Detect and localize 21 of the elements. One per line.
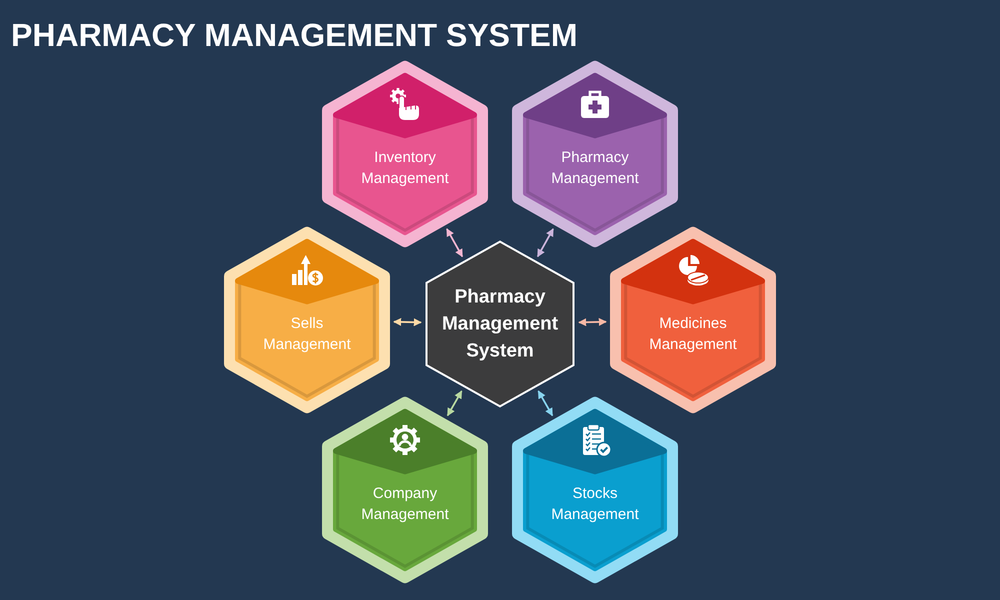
arrow: [578, 318, 607, 326]
arrow: [536, 228, 554, 258]
title: PHARMACY MANAGEMENT SYSTEM: [11, 16, 578, 54]
node-label: Sells Management: [263, 314, 351, 355]
node-label: Company Management: [361, 484, 449, 525]
hexagon-node: [610, 226, 776, 414]
node-label: Pharmacy Management: [551, 148, 639, 189]
arrow: [446, 228, 464, 258]
node-label: Inventory Management: [361, 148, 449, 189]
node-label: Medicines Management: [649, 314, 737, 355]
node-label: Pharmacy Management System: [442, 286, 558, 364]
hexagon-node: [322, 60, 488, 248]
node-label: Stocks Management: [551, 484, 639, 525]
arrow: [538, 390, 554, 416]
hexagon-node: [322, 396, 488, 584]
hexagon-node: [512, 60, 678, 248]
arrow: [393, 318, 422, 326]
hexagon-node: [512, 396, 678, 584]
arrow: [446, 390, 462, 416]
central-hexagon: [425, 240, 575, 408]
hexagon-node: [224, 226, 390, 414]
